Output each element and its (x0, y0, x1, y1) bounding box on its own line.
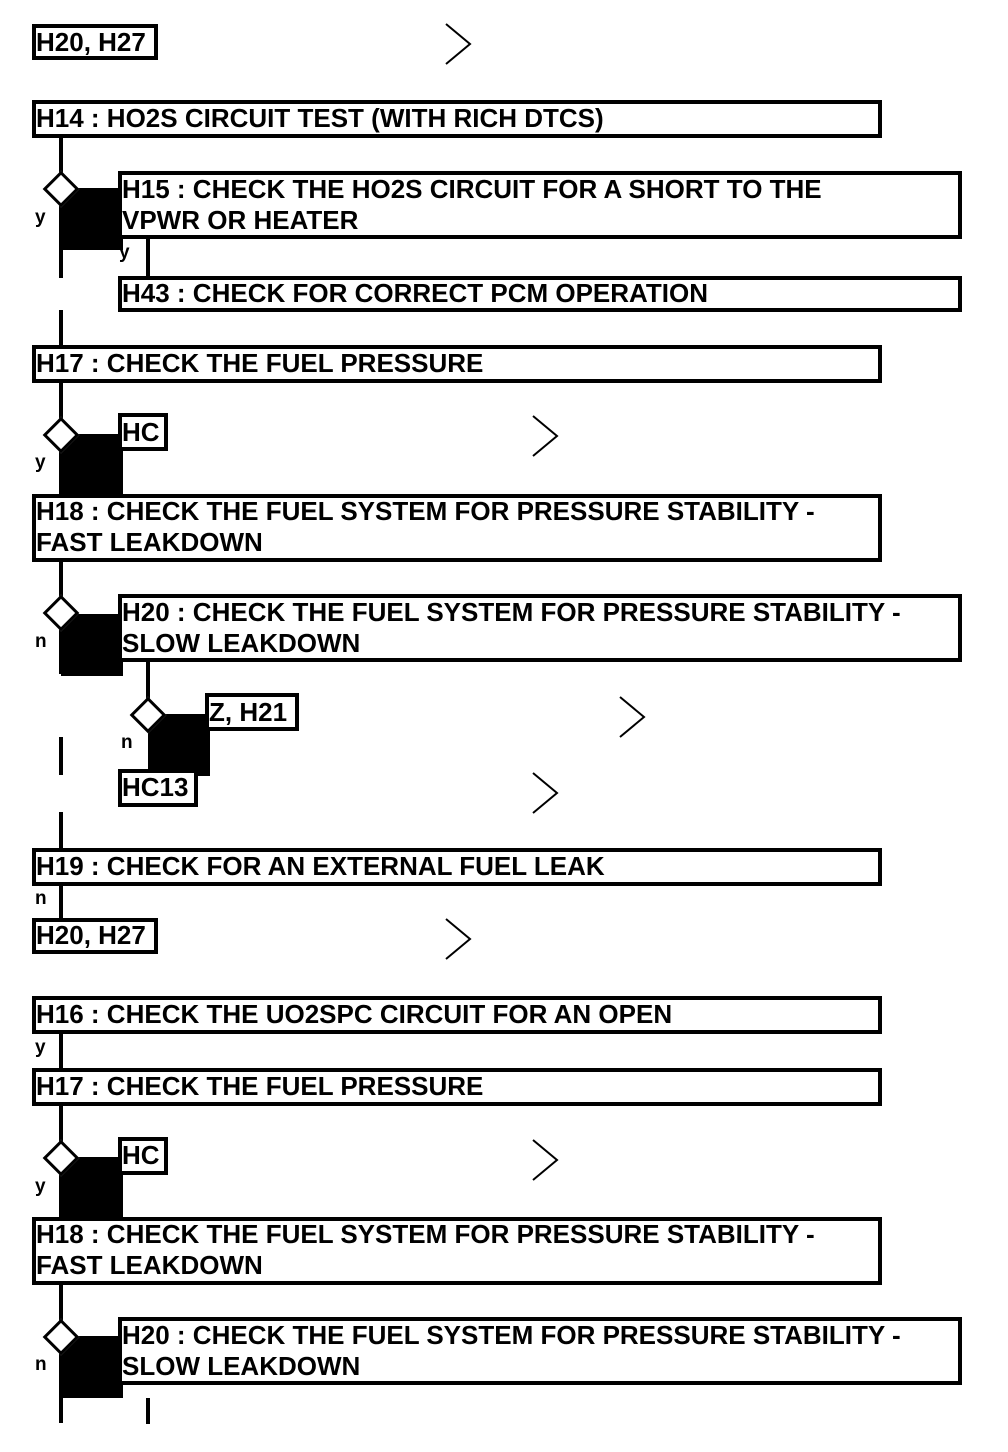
branch-label: y (35, 1037, 46, 1058)
step-h17-first-label: H17 : CHECK THE FUEL PRESSURE (36, 348, 484, 378)
decision-block (61, 1157, 123, 1219)
flow-line (59, 883, 63, 921)
branch-label: y (35, 207, 46, 228)
chevron-right-icon[interactable] (443, 917, 473, 961)
ref-label-mid: H20, H27 (36, 920, 146, 950)
step-h20-first-line1: H20 : CHECK THE FUEL SYSTEM FOR PRESSURE… (122, 597, 901, 627)
step-h16-label: H16 : CHECK THE UO2SPC CIRCUIT FOR AN OP… (36, 999, 673, 1029)
branch-label: n (35, 1354, 47, 1375)
step-h20-second-line1: H20 : CHECK THE FUEL SYSTEM FOR PRESSURE… (122, 1320, 901, 1350)
flow-line (59, 812, 63, 850)
ref-label-hc-first: HC (122, 417, 160, 447)
step-h15-line1: H15 : CHECK THE HO2S CIRCUIT FOR A SHORT… (122, 174, 822, 204)
flow-line (146, 1398, 150, 1424)
ref-box-hc-second[interactable] (118, 1137, 168, 1175)
chevron-right-icon[interactable] (443, 22, 473, 66)
step-h18-first-line1: H18 : CHECK THE FUEL SYSTEM FOR PRESSURE… (36, 496, 815, 526)
flow-line (146, 661, 150, 701)
chevron-right-icon[interactable] (530, 771, 560, 815)
flow-line (59, 310, 63, 346)
flow-line (59, 1032, 63, 1070)
ref-box-top[interactable] (32, 24, 158, 60)
ref-box-mid[interactable] (32, 918, 158, 954)
step-h15-line2: VPWR OR HEATER (122, 205, 359, 235)
chevron-right-icon[interactable] (530, 414, 560, 458)
step-h17-first[interactable] (32, 345, 882, 383)
step-h20-second[interactable] (118, 1317, 962, 1385)
chevron-right-icon[interactable] (617, 695, 647, 739)
step-h20-second-line2: SLOW LEAKDOWN (122, 1351, 361, 1381)
step-h17-second[interactable] (32, 1068, 882, 1106)
step-h19-label: H19 : CHECK FOR AN EXTERNAL FUEL LEAK (36, 851, 605, 881)
step-h20-first[interactable] (118, 594, 962, 662)
step-h15[interactable] (118, 171, 962, 239)
step-h43[interactable] (118, 276, 962, 312)
branch-label: n (35, 888, 47, 909)
decision-block (61, 188, 123, 250)
step-h14-label: H14 : HO2S CIRCUIT TEST (WITH RICH DTCS) (36, 103, 604, 133)
chevron-right-icon[interactable] (530, 1138, 560, 1182)
ref-label-hc-second: HC (122, 1140, 160, 1170)
decision-block (61, 1336, 123, 1398)
decision-block (148, 714, 210, 776)
ref-box-hc-first[interactable] (118, 413, 168, 451)
step-h18-first-line2: FAST LEAKDOWN (36, 527, 263, 557)
flow-line (146, 238, 150, 276)
step-h18-second-line2: FAST LEAKDOWN (36, 1250, 263, 1280)
branch-label: n (35, 631, 47, 652)
step-h43-label: H43 : CHECK FOR CORRECT PCM OPERATION (122, 278, 708, 308)
step-h14[interactable] (32, 100, 882, 138)
step-h19[interactable] (32, 848, 882, 886)
step-h20-first-line2: SLOW LEAKDOWN (122, 628, 361, 658)
decision-block (61, 434, 123, 496)
ref-box-hc13[interactable] (118, 769, 198, 807)
ref-box-z-h21[interactable] (205, 693, 299, 731)
ref-label-z-h21: Z, H21 (209, 697, 288, 727)
branch-label: y (119, 242, 130, 263)
branch-label: y (35, 452, 46, 473)
ref-label-top: H20, H27 (36, 27, 146, 57)
ref-label-hc13: HC13 (122, 772, 189, 802)
decision-block (61, 614, 123, 676)
branch-label: y (35, 1176, 46, 1197)
branch-label: n (121, 732, 133, 753)
step-h18-second[interactable] (32, 1217, 882, 1285)
step-h16[interactable] (32, 996, 882, 1034)
step-h17-second-label: H17 : CHECK THE FUEL PRESSURE (36, 1071, 484, 1101)
flow-line (59, 737, 63, 775)
step-h18-first[interactable] (32, 494, 882, 562)
step-h18-second-line1: H18 : CHECK THE FUEL SYSTEM FOR PRESSURE… (36, 1219, 815, 1249)
